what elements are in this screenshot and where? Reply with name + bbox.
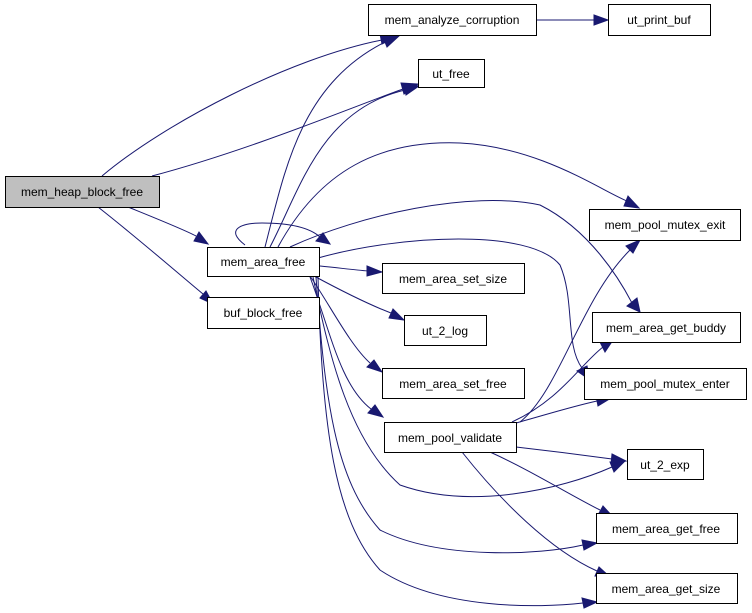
edge-pool-validate-to-2-exp xyxy=(515,446,628,465)
edge-area-free-to-2-log xyxy=(313,275,406,321)
node-label: mem_pool_mutex_enter xyxy=(600,377,729,391)
edge-pool-validate-to-mutex-exit xyxy=(519,238,642,423)
edge-heap-to-buf-block-free xyxy=(97,206,215,306)
node-mem-area-set-free[interactable]: mem_area_set_free xyxy=(382,368,525,399)
edges xyxy=(97,14,642,609)
node-ut-print-buf[interactable]: ut_print_buf xyxy=(608,4,711,36)
node-mem-pool-validate[interactable]: mem_pool_validate xyxy=(384,422,517,453)
node-label: mem_area_set_free xyxy=(399,377,507,391)
node-mem-area-get-size[interactable]: mem_area_get_size xyxy=(596,573,738,604)
node-label: ut_print_buf xyxy=(627,13,691,27)
edge-pool-validate-to-mutex-enter xyxy=(515,395,613,424)
edge-pool-validate-to-get-free xyxy=(489,451,615,518)
edge-heap-to-ut-free xyxy=(151,82,420,177)
node-label: mem_analyze_corruption xyxy=(385,13,520,27)
node-ut-free[interactable]: ut_free xyxy=(418,59,485,88)
edge-heap-to-area-free xyxy=(127,206,210,245)
node-mem-pool-mutex-exit[interactable]: mem_pool_mutex_exit xyxy=(589,209,741,241)
node-label: mem_pool_validate xyxy=(398,431,502,445)
edge-area-free-self xyxy=(235,222,332,246)
node-label: ut_2_exp xyxy=(640,458,690,472)
node-label: mem_area_free xyxy=(221,255,306,269)
node-mem-pool-mutex-enter[interactable]: mem_pool_mutex_enter xyxy=(584,368,747,400)
edge-area-free-to-analyze-corruption xyxy=(264,35,401,248)
node-label: mem_area_set_size xyxy=(399,272,507,286)
node-ut-2-exp[interactable]: ut_2_exp xyxy=(627,449,704,480)
node-mem-area-get-free[interactable]: mem_area_get_free xyxy=(596,513,738,544)
edge-analyze-corruption-to-print-buf xyxy=(536,14,610,26)
node-label: buf_block_free xyxy=(224,306,303,320)
edge-area-free-to-get-buddy xyxy=(289,200,641,313)
edge-area-free-to-set-free xyxy=(309,275,384,373)
node-mem-area-set-size[interactable]: mem_area_set_size xyxy=(382,263,525,294)
edge-area-free-to-get-size xyxy=(317,276,599,609)
node-mem-heap-block-free[interactable]: mem_heap_block_free xyxy=(5,176,160,208)
edge-pool-validate-to-get-size xyxy=(461,451,612,578)
edge-area-free-to-get-free xyxy=(315,276,599,554)
nodes: mem_heap_block_free mem_area_free buf_bl… xyxy=(5,4,747,604)
node-mem-area-free[interactable]: mem_area_free xyxy=(207,247,320,277)
node-label: ut_2_log xyxy=(422,324,468,338)
node-ut-2-log[interactable]: ut_2_log xyxy=(404,315,487,346)
node-mem-analyze-corruption[interactable]: mem_analyze_corruption xyxy=(368,4,537,36)
edge-area-free-to-mutex-enter xyxy=(317,238,591,382)
node-label: mem_area_get_buddy xyxy=(606,321,726,335)
edge-heap-to-analyze-corruption xyxy=(101,33,400,177)
edge-area-free-to-ut-free xyxy=(269,83,421,248)
node-label: mem_pool_mutex_exit xyxy=(605,218,726,232)
node-label: mem_heap_block_free xyxy=(21,185,143,199)
node-mem-area-get-buddy[interactable]: mem_area_get_buddy xyxy=(592,312,741,343)
node-label: mem_area_get_free xyxy=(612,522,720,536)
edge-area-free-to-set-size xyxy=(319,265,384,277)
node-label: mem_area_get_size xyxy=(612,582,721,596)
node-buf-block-free[interactable]: buf_block_free xyxy=(207,297,320,329)
edge-area-free-to-mutex-exit xyxy=(277,142,641,248)
node-label: ut_free xyxy=(432,67,470,81)
